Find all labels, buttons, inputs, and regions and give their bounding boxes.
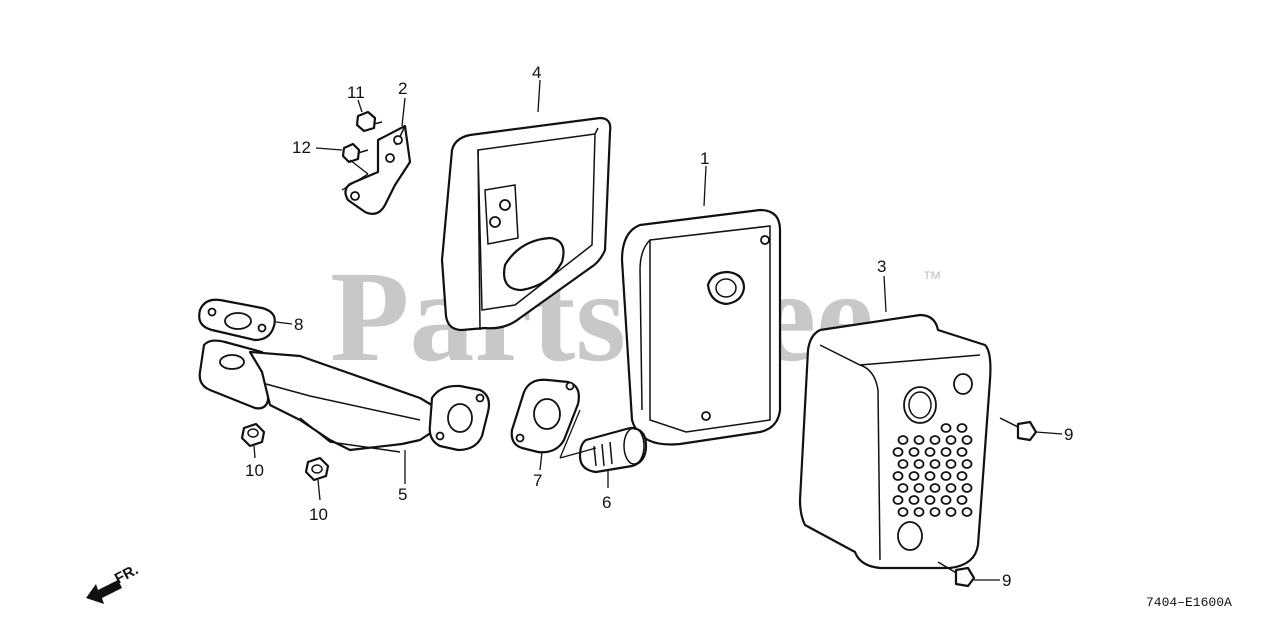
part-1-muffler[interactable] [620,208,782,446]
callout-5: 5 [398,485,407,504]
vent-hole [945,435,957,445]
callout-1: 1 [700,149,709,168]
callout-9-lower: 9 [1002,571,1011,590]
vent-hole [892,447,904,457]
vent-hole [924,471,936,481]
vent-hole [929,435,941,445]
part-12-bolt[interactable] [341,142,369,164]
arrow-icon [86,580,122,604]
vent-hole [945,459,957,469]
part-3-muffler-protector[interactable] [798,313,992,570]
vent-hole [924,495,936,505]
vent-hole [940,447,952,457]
vent-hole [956,471,968,481]
part-10-nut-a[interactable] [240,422,266,448]
vent-hole [961,435,973,445]
callout-labels: 4 1 3 2 11 12 8 5 7 6 9 9 10 10 [245,63,1073,590]
vent-hole [897,435,909,445]
callout-8: 8 [294,315,303,334]
vent-hole [956,447,968,457]
vent-hole [929,507,941,517]
vent-hole [913,459,925,469]
vent-hole [940,471,952,481]
callout-11: 11 [347,83,365,102]
vent-hole [940,423,952,433]
vent-hole [929,483,941,493]
callout-6: 6 [602,493,611,512]
vent-hole [961,459,973,469]
vent-holes [892,423,973,517]
vent-hole [940,495,952,505]
callout-9-upper: 9 [1064,425,1073,444]
vent-hole [913,483,925,493]
callout-10-right: 10 [309,505,328,524]
callout-12: 12 [292,138,311,157]
vent-hole [913,435,925,445]
vent-hole [913,507,925,517]
watermark-trademark: ™ [922,268,942,290]
part-8-gasket[interactable] [198,298,276,342]
vent-hole [961,483,973,493]
watermark-text: PartsTree [330,245,874,389]
callout-7: 7 [533,471,542,490]
callout-3: 3 [877,257,886,276]
diagram-code: 7404–E1600A [1146,595,1232,610]
front-direction-indicator: FR. [86,561,141,604]
part-9-screw-a[interactable] [999,417,1038,442]
part-9-screw-b[interactable] [937,561,976,588]
part-5-exhaust-pipe[interactable] [198,339,491,453]
callout-2: 2 [398,79,407,98]
vent-hole [892,495,904,505]
vent-hole [892,471,904,481]
vent-hole [956,495,968,505]
part-11-bolt[interactable] [355,110,383,133]
vent-hole [908,471,920,481]
vent-hole [908,447,920,457]
vent-hole [929,459,941,469]
vent-hole [897,507,909,517]
vent-hole [961,507,973,517]
callout-10-left: 10 [245,461,264,480]
vent-hole [945,483,957,493]
vent-hole [956,423,968,433]
part-6-spark-arrester[interactable] [578,426,648,474]
part-7-gasket[interactable] [510,378,580,454]
part-4-muffler-protector[interactable] [440,116,612,332]
part-10-nut-b[interactable] [304,456,330,482]
vent-hole [897,459,909,469]
vent-hole [908,495,920,505]
callout-4: 4 [532,63,541,82]
part-2-bracket[interactable] [344,124,412,215]
vent-hole [924,447,936,457]
vent-hole [945,507,957,517]
vent-hole [897,483,909,493]
leader-lines [253,79,1063,581]
